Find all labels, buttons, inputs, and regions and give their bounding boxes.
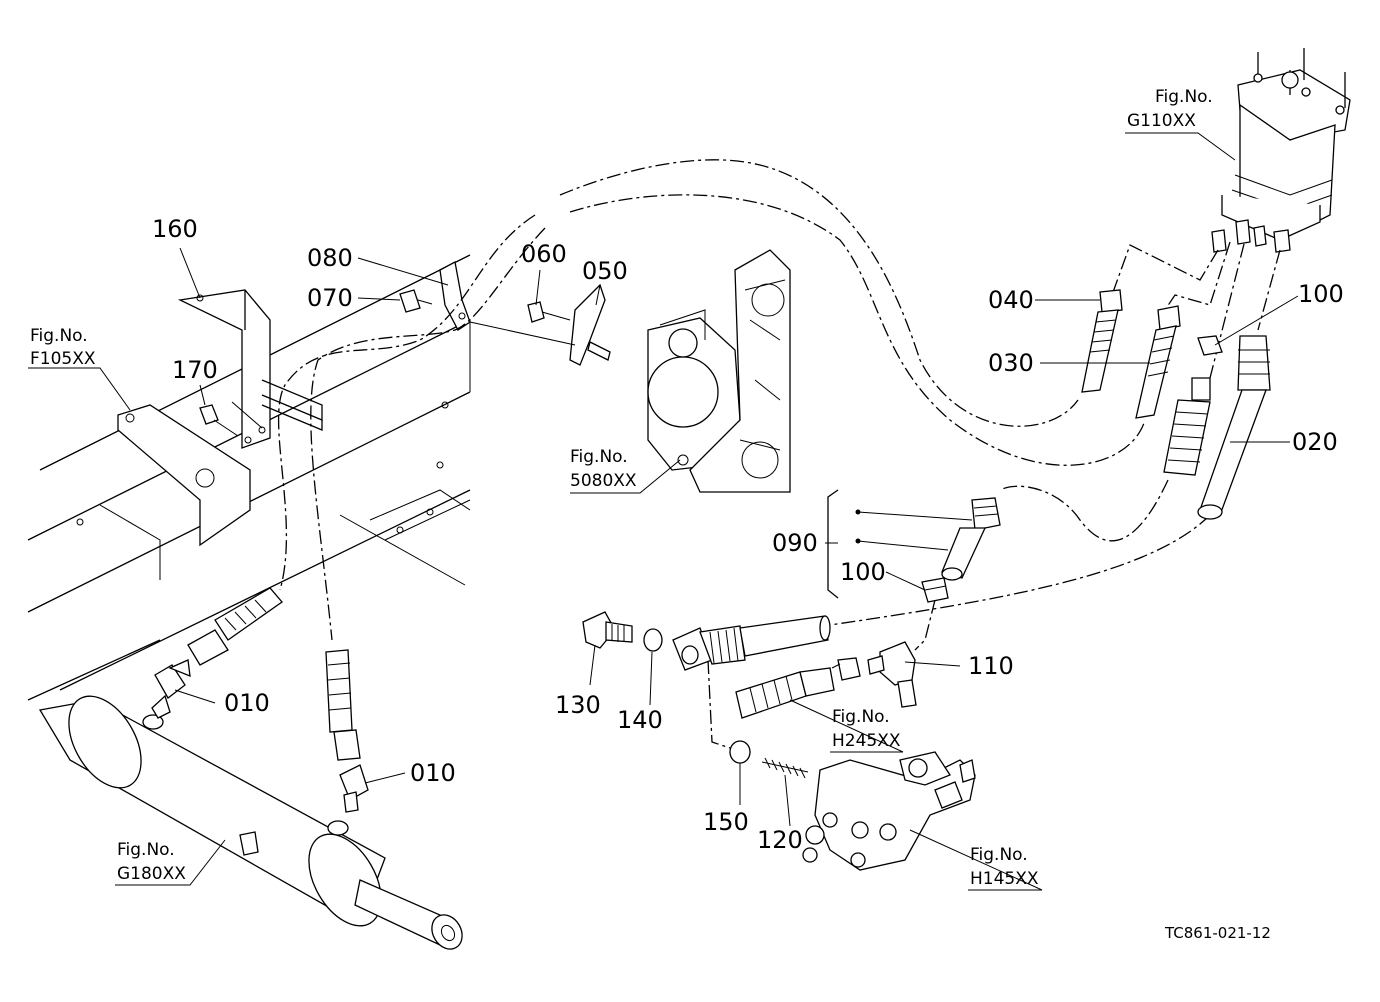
engine-housing: [647, 249, 791, 493]
hydraulic-unit: [1211, 48, 1351, 253]
part-label-090: 090: [772, 529, 818, 557]
fitting-040: [1081, 289, 1123, 393]
fig-ref-h145-line2: H145XX: [970, 869, 1039, 889]
part-label-070: 070: [307, 284, 353, 312]
part-label-010-left: 010: [224, 689, 270, 717]
part-label-080: 080: [307, 244, 353, 272]
fitting-020: [1197, 335, 1271, 520]
fig-ref-5080-line1: Fig.No.: [570, 447, 628, 467]
fig-ref-5080-line2: 5080XX: [570, 471, 637, 491]
fig-ref-g180-line1: Fig.No.: [117, 840, 175, 860]
group-bracket-090: [827, 489, 839, 599]
part-label-140: 140: [617, 706, 663, 734]
drawing-code: TC861-021-12: [1164, 924, 1271, 942]
clip-100-upper: [1197, 335, 1223, 356]
hose-routes: [277, 159, 1281, 749]
fig-ref-f105-line1: Fig.No.: [30, 326, 88, 346]
fig-ref-h145-line1: Fig.No.: [970, 845, 1028, 865]
hose-end-fitting: [672, 615, 831, 671]
part-label-150: 150: [703, 808, 749, 836]
figure-ref-lines: [28, 132, 1236, 891]
washer-140: [643, 628, 663, 652]
frame-assembly: [27, 254, 471, 701]
part-label-120: 120: [757, 826, 803, 854]
part-label-030: 030: [988, 349, 1034, 377]
hose-fitting-left: [187, 587, 283, 666]
elbow-010-left: [151, 659, 191, 719]
fig-ref-g110-line2: G110XX: [1127, 111, 1196, 131]
part-label-010-right: 010: [410, 759, 456, 787]
part-label-170: 170: [172, 356, 218, 384]
fitting-090: [941, 497, 1001, 581]
fitting-030: [1135, 305, 1181, 419]
part-label-100-upper: 100: [1298, 280, 1344, 308]
elbow-010-right: [339, 764, 369, 813]
part-label-100-lower: 100: [840, 558, 886, 586]
elbow-110: [867, 641, 917, 708]
clip-100-lower: [921, 577, 949, 603]
fig-ref-f105-line2: F105XX: [30, 349, 96, 369]
part-label-020: 020: [1292, 428, 1338, 456]
valve-h145: [802, 751, 976, 871]
part-label-160: 160: [152, 215, 198, 243]
cylinder-g180: [38, 695, 463, 950]
banjo-bolt-130: [582, 611, 633, 649]
clip-080: [399, 261, 471, 331]
bracket-160: [177, 289, 323, 449]
bellows-h245: [735, 657, 861, 719]
fig-ref-h245-line1: Fig.No.: [832, 707, 890, 727]
fig-ref-g110-line1: Fig.No.: [1155, 87, 1213, 107]
spring-120: [761, 757, 809, 779]
fig-ref-g180-line2: G180XX: [117, 864, 186, 884]
part-label-130: 130: [555, 691, 601, 719]
leader-lines: [174, 247, 1299, 827]
part-label-040: 040: [988, 286, 1034, 314]
part-label-110: 110: [968, 652, 1014, 680]
part-label-050: 050: [582, 257, 628, 285]
hose-fitting-right: [325, 649, 361, 761]
fitting-lower-coupling: [1163, 377, 1211, 476]
fig-ref-h245-line2: H245XX: [832, 731, 901, 751]
washer-150: [729, 740, 751, 764]
part-label-060: 060: [521, 240, 567, 268]
